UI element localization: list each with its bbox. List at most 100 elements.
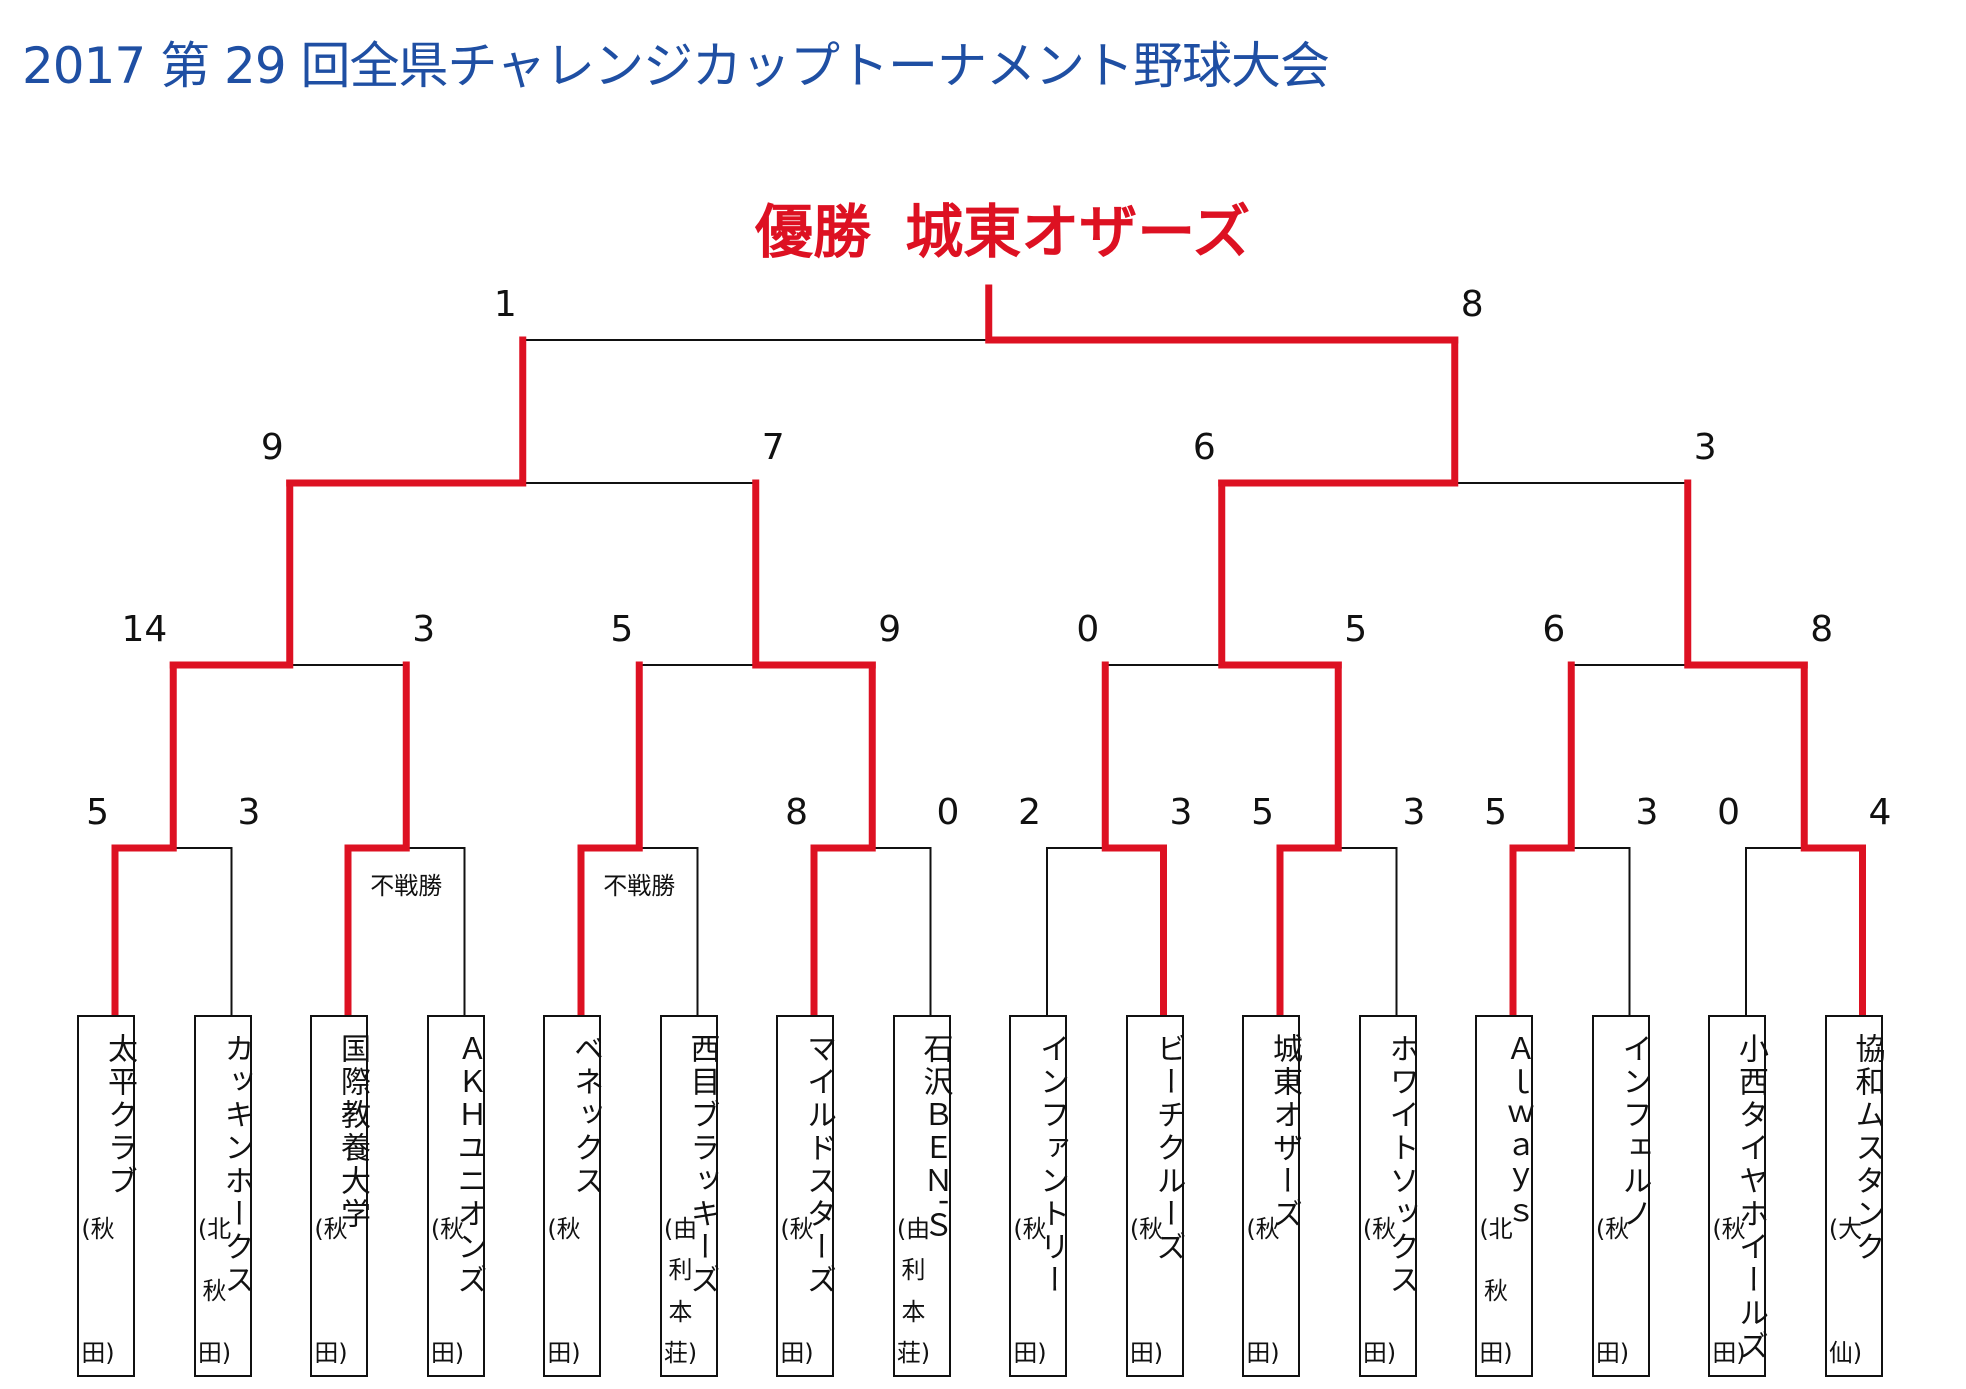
score-r2-m2-a: 5 [610,609,633,650]
team-prefecture-part: (秋 [1595,1215,1630,1243]
score-r1-m1-a: 5 [86,792,109,833]
team-box: マイルドスターズ(秋田) [776,1015,836,1377]
team-prefecture-part: 田) [1595,1339,1630,1367]
bracket-line-r1-m5-winner [1101,661,1167,1019]
team-prefecture: (秋田) [1596,1217,1629,1365]
team-prefecture: (秋田) [780,1217,813,1365]
walkover-label-r1-m2: 不戦勝 [370,872,442,900]
team-prefecture: (由利本荘) [664,1217,697,1365]
bracket-line-r2-m3-winner [1218,479,1342,669]
team-prefecture-part: 田) [1362,1339,1397,1367]
team-prefecture-part: 田) [547,1339,581,1367]
team-prefecture: (秋田) [1013,1217,1046,1365]
team-name: 小西タイヤホイールズ [1733,1033,1768,1363]
team-prefecture: (大仙) [1829,1217,1862,1365]
team-prefecture: (北秋田) [198,1217,231,1365]
team-prefecture-part: (秋 [1013,1215,1047,1243]
team-name: マイルドスターズ [801,1033,836,1297]
team-box: ベネックス(秋田) [543,1015,603,1377]
team-prefecture-part: 田) [780,1339,814,1367]
bracket-line-r4-m1-winner [985,284,1459,344]
team-prefecture-part: 田) [430,1339,465,1367]
team-prefecture-part: (由 [896,1215,931,1243]
team-prefecture-part: (大 [1828,1215,1863,1243]
team-prefecture: (秋田) [81,1217,114,1365]
team-name: 石沢ＢＥＮ'Ｓ [917,1033,953,1243]
bracket-line-r2-m2-winner [752,479,876,669]
team-name: ビーチクルーズ [1150,1033,1186,1264]
score-r1-m1-b: 3 [238,792,261,833]
team-box: 小西タイヤホイールズ(秋田) [1708,1015,1768,1377]
team-prefecture-part: (由 [663,1215,698,1243]
team-prefecture-part: 本 [668,1297,693,1326]
bracket-line-r3-m2-winner [1218,336,1459,487]
team-box: ビーチクルーズ(秋田) [1125,1015,1186,1377]
team-box: インファントリー(秋田) [1009,1015,1069,1377]
team-prefecture-part: 田) [1712,1339,1746,1367]
team-prefecture-part: 荘) [663,1338,698,1367]
team-prefecture-part: 田) [1246,1339,1280,1367]
team-prefecture-part: 秋 [1484,1277,1508,1305]
team-prefecture: (北秋田) [1479,1217,1512,1365]
team-name: 国際教養大学 [335,1033,370,1231]
team-prefecture-part: (秋 [1246,1215,1280,1243]
score-r1-m8-a: 0 [1717,792,1740,833]
score-r3-m2-a: 6 [1193,427,1216,468]
team-prefecture-part: 田) [1129,1339,1164,1367]
team-name: 西目ブラッキーズ [684,1033,720,1297]
score-r1-m6-a: 5 [1251,792,1274,833]
team-prefecture-part: (秋 [547,1215,581,1243]
team-prefecture-part: (秋 [314,1215,348,1243]
score-r4-m1-b: 8 [1461,284,1484,325]
score-r1-m4-a: 8 [785,792,808,833]
team-name: インファントリー [1034,1033,1069,1297]
score-r3-m2-b: 3 [1694,427,1717,468]
bracket-line-r2-m4-winner [1684,479,1808,669]
team-box: 石沢ＢＥＮ'Ｓ(由利本荘) [892,1015,953,1377]
bracket-line-r1-m7-loser [1570,847,1631,1016]
score-r3-m1-b: 7 [762,427,785,468]
bracket-line-r1-m4-loser [871,847,932,1016]
team-prefecture-part: (北 [197,1215,232,1243]
team-name: ＡＫＨユニオンズ [451,1033,487,1297]
bracket-line-r1-m1-winner [111,661,177,1019]
team-box: Ａｌｗａｙｓ(北秋田) [1475,1015,1535,1377]
score-r2-m4-b: 8 [1810,609,1833,650]
team-prefecture-part: (秋 [1712,1215,1746,1243]
team-prefecture-part: (北 [1479,1215,1513,1243]
score-r2-m1-b: 3 [412,609,435,650]
team-name: カッキンホークス [218,1033,254,1297]
bracket-line-r1-m1-loser [172,847,233,1016]
team-name: Ａｌｗａｙｓ [1500,1033,1535,1231]
team-prefecture: (秋田) [1246,1217,1279,1365]
score-r3-m1-a: 9 [261,427,284,468]
team-prefecture: (由利本荘) [897,1217,930,1365]
bracket-line-r3-m1-winner [286,336,527,487]
team-prefecture-part: 仙) [1828,1339,1863,1367]
champion-banner: 優勝 城東オザーズ [755,198,1251,266]
team-prefecture-part: 秋 [202,1277,227,1305]
bracket-line-r1-m3-winner [577,661,643,1019]
score-r2-m2-b: 9 [878,609,901,650]
team-box: ホワイトソックス(秋田) [1358,1015,1419,1377]
team-name: 太平クラブ [102,1033,137,1198]
walkover-label-r1-m3: 不戦勝 [603,872,675,900]
bracket-line-r1-m4-winner [810,661,876,1019]
team-name: 協和ムスタンク [1849,1033,1885,1264]
team-prefecture-part: 利 [668,1256,693,1285]
score-r4-m1-a: 1 [494,284,517,325]
bracket-line-r1-m2-winner [344,661,410,1019]
team-prefecture: (秋田) [547,1217,580,1365]
score-r1-m5-b: 3 [1170,792,1193,833]
bracket-line-r2-m1-winner [169,479,294,669]
team-box: 太平クラブ (秋田) [77,1015,137,1377]
score-r1-m7-b: 3 [1636,792,1659,833]
bracket-line-r1-m8-loser [1745,847,1806,1016]
team-prefecture: (秋田) [1712,1217,1745,1365]
page-title: 2017 第 29 回全県チャレンジカップトーナメント野球大会 [22,37,1330,95]
team-box: 西目ブラッキーズ(由利本荘) [659,1015,720,1377]
team-box: カッキンホークス(北秋田) [193,1015,254,1377]
team-name: 城東オザーズ [1267,1033,1302,1231]
bracket-line-r1-m7-winner [1509,661,1575,1019]
